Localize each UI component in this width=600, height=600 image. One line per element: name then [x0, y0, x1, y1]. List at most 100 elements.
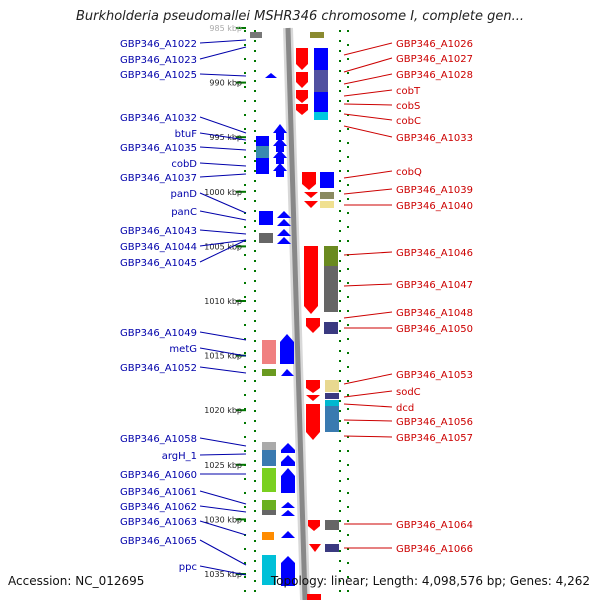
gene-box[interactable] [325, 406, 339, 432]
gene-box[interactable] [262, 532, 274, 540]
gene-box[interactable] [262, 500, 276, 510]
gene-arrow[interactable] [304, 246, 318, 314]
gene-arrow[interactable] [308, 520, 320, 531]
gene-arrow[interactable] [281, 443, 295, 453]
gene-label-right[interactable]: GBP346_A1066 [396, 544, 473, 555]
gene-box[interactable] [324, 322, 338, 334]
gene-box[interactable] [256, 146, 269, 158]
gene-box[interactable] [262, 468, 276, 492]
gene-label-left[interactable]: GBP346_A1052 [120, 363, 197, 374]
gene-label-left[interactable]: argH_1 [162, 451, 197, 462]
gene-arrow[interactable] [281, 369, 294, 376]
gene-box[interactable] [250, 32, 262, 38]
gene-label-left[interactable]: GBP346_A1022 [120, 39, 197, 50]
gene-box[interactable] [262, 510, 276, 515]
gene-label-right[interactable]: GBP346_A1046 [396, 248, 473, 259]
gene-box[interactable] [320, 172, 334, 188]
gene-label-right[interactable]: GBP346_A1039 [396, 185, 473, 196]
gene-label-right[interactable]: GBP346_A1050 [396, 324, 473, 335]
gene-label-left[interactable]: GBP346_A1063 [120, 517, 197, 528]
gene-box[interactable] [256, 136, 269, 146]
gene-label-left[interactable]: cobD [171, 159, 197, 170]
gene-box[interactable] [314, 70, 328, 92]
gene-arrow[interactable] [296, 90, 308, 103]
gene-label-right[interactable]: sodC [396, 387, 421, 398]
gene-box[interactable] [324, 246, 338, 266]
gene-label-left[interactable]: GBP346_A1044 [120, 242, 197, 253]
gene-box[interactable] [325, 380, 339, 392]
gene-arrow[interactable] [281, 510, 295, 516]
gene-label-left[interactable]: GBP346_A1025 [120, 70, 197, 81]
gene-label-left[interactable]: GBP346_A1060 [120, 470, 197, 481]
gene-arrow[interactable] [273, 124, 287, 140]
gene-arrow[interactable] [296, 48, 308, 70]
gene-label-right[interactable]: GBP346_A1033 [396, 133, 473, 144]
gene-box[interactable] [262, 450, 276, 466]
gene-label-left[interactable]: GBP346_A1035 [120, 143, 197, 154]
gene-label-right[interactable]: GBP346_A1026 [396, 39, 473, 50]
gene-box[interactable] [325, 400, 339, 406]
gene-label-left[interactable]: panC [171, 207, 197, 218]
gene-arrow[interactable] [265, 73, 277, 78]
gene-box[interactable] [262, 340, 276, 364]
gene-arrow[interactable] [306, 318, 320, 333]
gene-arrow[interactable] [273, 150, 287, 164]
gene-label-right[interactable]: GBP346_A1040 [396, 201, 473, 212]
gene-box[interactable] [325, 520, 339, 530]
gene-label-left[interactable]: GBP346_A1058 [120, 434, 197, 445]
gene-box[interactable] [325, 393, 339, 399]
gene-arrow[interactable] [304, 201, 318, 208]
gene-box[interactable] [314, 48, 328, 70]
gene-label-left[interactable]: btuF [175, 129, 198, 140]
gene-label-left[interactable]: GBP346_A1061 [120, 487, 197, 498]
gene-arrow[interactable] [277, 211, 291, 218]
gene-label-left[interactable]: GBP346_A1049 [120, 328, 197, 339]
gene-arrow[interactable] [306, 404, 320, 440]
gene-box[interactable] [310, 32, 324, 38]
gene-box[interactable] [307, 594, 321, 600]
gene-label-right[interactable]: cobC [396, 116, 421, 127]
gene-arrow[interactable] [281, 531, 295, 538]
gene-label-right[interactable]: cobQ [396, 167, 422, 178]
gene-arrow[interactable] [302, 172, 316, 190]
gene-label-right[interactable]: GBP346_A1027 [396, 54, 473, 65]
gene-arrow[interactable] [277, 237, 291, 244]
gene-box[interactable] [259, 233, 273, 243]
gene-arrow[interactable] [273, 163, 287, 177]
gene-arrow[interactable] [273, 138, 287, 152]
gene-box[interactable] [325, 544, 339, 552]
gene-label-right[interactable]: dcd [396, 403, 414, 414]
gene-arrow[interactable] [281, 455, 295, 466]
gene-label-left[interactable]: GBP346_A1023 [120, 55, 197, 66]
gene-label-left[interactable]: ppc [179, 562, 197, 573]
gene-box[interactable] [259, 211, 273, 225]
gene-label-right[interactable]: GBP346_A1053 [396, 370, 473, 381]
gene-label-left[interactable]: panD [170, 189, 197, 200]
gene-label-right[interactable]: GBP346_A1047 [396, 280, 473, 291]
gene-label-right[interactable]: GBP346_A1028 [396, 70, 473, 81]
gene-arrow[interactable] [281, 502, 295, 508]
gene-arrow[interactable] [306, 395, 320, 401]
gene-arrow[interactable] [277, 219, 291, 226]
gene-label-right[interactable]: GBP346_A1048 [396, 308, 473, 319]
gene-label-right[interactable]: cobS [396, 101, 420, 112]
gene-arrow[interactable] [281, 468, 295, 493]
gene-box[interactable] [320, 192, 334, 199]
gene-box[interactable] [324, 266, 338, 312]
gene-arrow[interactable] [304, 192, 318, 198]
gene-arrow[interactable] [296, 104, 308, 115]
gene-label-right[interactable]: GBP346_A1057 [396, 433, 473, 444]
gene-arrow[interactable] [309, 544, 321, 552]
gene-box[interactable] [262, 442, 276, 450]
gene-label-right[interactable]: GBP346_A1056 [396, 417, 473, 428]
gene-label-left[interactable]: metG [169, 344, 197, 355]
gene-label-left[interactable]: GBP346_A1037 [120, 173, 197, 184]
gene-arrow[interactable] [277, 229, 291, 236]
gene-label-left[interactable]: GBP346_A1032 [120, 113, 197, 124]
gene-arrow[interactable] [280, 334, 294, 364]
gene-box[interactable] [262, 369, 276, 376]
gene-arrow[interactable] [306, 380, 320, 393]
gene-label-left[interactable]: GBP346_A1043 [120, 226, 197, 237]
gene-arrow[interactable] [296, 72, 308, 88]
gene-box[interactable] [262, 555, 276, 585]
